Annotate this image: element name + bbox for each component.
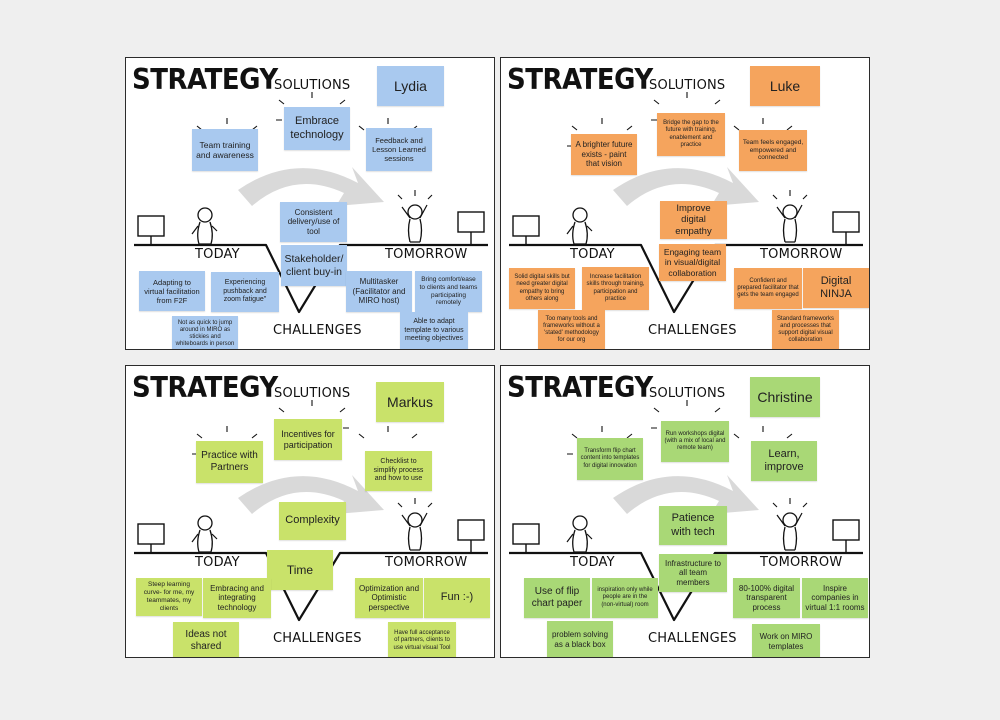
sticky-note[interactable]: Incentives for participation bbox=[274, 419, 342, 460]
sticky-note[interactable]: problem solving as a black box bbox=[547, 621, 613, 657]
sticky-note[interactable]: Practice with Partners bbox=[196, 441, 263, 483]
sticky-note[interactable]: Have full acceptance of partners, client… bbox=[388, 622, 456, 657]
sticky-note[interactable]: Increase facilitation skills through tra… bbox=[582, 267, 649, 310]
sticky-note[interactable]: Checklist to simplify process and how to… bbox=[365, 451, 432, 491]
challenges-label: CHALLENGES bbox=[648, 323, 737, 338]
sticky-note[interactable]: Adapting to virtual facilitation from F2… bbox=[139, 271, 205, 311]
sticky-note[interactable]: Improve digital empathy bbox=[660, 201, 727, 239]
solutions-label: SOLUTIONS bbox=[649, 386, 726, 401]
solutions-label: SOLUTIONS bbox=[649, 78, 726, 93]
sticky-note[interactable]: Multitasker (Facilitator and MIRO host) bbox=[346, 271, 412, 312]
panel-title: STRATEGY bbox=[132, 372, 278, 405]
panel-title: STRATEGY bbox=[132, 64, 278, 97]
today-label: TODAY bbox=[570, 247, 615, 262]
sticky-note[interactable]: Solid digital skills but need greater di… bbox=[509, 268, 575, 309]
sticky-note[interactable]: Patience with tech bbox=[659, 506, 727, 545]
sticky-note[interactable]: Team training and awareness bbox=[192, 129, 258, 171]
sticky-note[interactable]: 80-100% digital transparent process bbox=[733, 578, 800, 618]
sticky-note[interactable]: Complexity bbox=[279, 502, 346, 540]
sticky-note[interactable]: Team feels engaged, empowered and connec… bbox=[739, 130, 807, 171]
today-label: TODAY bbox=[195, 247, 240, 262]
sticky-note[interactable]: Embrace technology bbox=[284, 107, 350, 150]
sticky-note[interactable]: Embracing and integrating technology bbox=[203, 578, 271, 618]
strategy-panel-lydia: STRATEGY SOLUTIONS TODAY TOMORROW CHALLE… bbox=[125, 57, 495, 350]
sticky-note[interactable]: Engaging team in visual/digital collabor… bbox=[659, 244, 726, 281]
today-label: TODAY bbox=[195, 555, 240, 570]
sticky-note[interactable]: Standard frameworks and processes that s… bbox=[772, 310, 839, 349]
sticky-note[interactable]: Too many tools and frameworks without a … bbox=[538, 310, 605, 349]
strategy-panel-luke: STRATEGY SOLUTIONS TODAY TOMORROW CHALLE… bbox=[500, 57, 870, 350]
challenges-label: CHALLENGES bbox=[648, 631, 737, 646]
sticky-note[interactable]: Infrastructure to all team members bbox=[659, 554, 727, 592]
name-sticky-note[interactable]: Markus bbox=[376, 382, 444, 422]
sticky-note[interactable]: Time bbox=[267, 550, 333, 590]
sticky-note[interactable]: A brighter future exists - paint that vi… bbox=[571, 134, 637, 175]
name-sticky-note[interactable]: Luke bbox=[750, 66, 820, 106]
name-sticky-note[interactable]: Christine bbox=[750, 377, 820, 417]
sticky-note[interactable]: Not as quick to jump around in MIRO as s… bbox=[172, 316, 238, 349]
sticky-note[interactable]: Feedback and Lesson Learned sessions bbox=[366, 128, 432, 171]
challenges-label: CHALLENGES bbox=[273, 631, 362, 646]
strategy-panel-markus: STRATEGY SOLUTIONS TODAY TOMORROW CHALLE… bbox=[125, 365, 495, 658]
sticky-note[interactable]: Work on MIRO templates bbox=[752, 624, 820, 657]
solutions-label: SOLUTIONS bbox=[274, 386, 351, 401]
sticky-note[interactable]: Consistent delivery/use of tool bbox=[280, 202, 347, 242]
tomorrow-label: TOMORROW bbox=[760, 555, 843, 570]
sticky-note[interactable]: Digital NINJA bbox=[803, 268, 869, 308]
panel-title: STRATEGY bbox=[507, 64, 653, 97]
solutions-label: SOLUTIONS bbox=[274, 78, 351, 93]
tomorrow-label: TOMORROW bbox=[760, 247, 843, 262]
today-label: TODAY bbox=[570, 555, 615, 570]
sticky-note[interactable]: Experiencing pushback and zoom fatigue" bbox=[211, 272, 279, 312]
sticky-note[interactable]: Learn, improve bbox=[751, 441, 817, 481]
panel-title: STRATEGY bbox=[507, 372, 653, 405]
sticky-note[interactable]: Bridge the gap to the future with traini… bbox=[657, 113, 725, 156]
sticky-note[interactable]: Bring comfort/ease to clients and teams … bbox=[415, 271, 482, 312]
name-sticky-note[interactable]: Lydia bbox=[377, 66, 444, 106]
strategy-panel-christine: STRATEGY SOLUTIONS TODAY TOMORROW CHALLE… bbox=[500, 365, 870, 658]
sticky-note[interactable]: Stakeholder/ client buy-in bbox=[281, 245, 347, 286]
sticky-note[interactable]: Ideas not shared bbox=[173, 622, 239, 657]
tomorrow-label: TOMORROW bbox=[385, 247, 468, 262]
challenges-label: CHALLENGES bbox=[273, 323, 362, 338]
sticky-note[interactable]: Steep learning curve- for me, my teammat… bbox=[136, 578, 202, 616]
sticky-note[interactable]: Inspire companies in virtual 1:1 rooms bbox=[802, 578, 868, 618]
sticky-note[interactable]: Run workshops digital (with a mix of loc… bbox=[661, 421, 729, 462]
sticky-note[interactable]: Fun :-) bbox=[424, 578, 490, 618]
sticky-note[interactable]: Use of flip chart paper bbox=[524, 578, 590, 618]
sticky-note[interactable]: Confident and prepared facilitator that … bbox=[734, 268, 802, 309]
sticky-note[interactable]: Transform flip chart content into templa… bbox=[577, 438, 643, 480]
sticky-note[interactable]: Optimization and Optimistic perspective bbox=[355, 578, 423, 618]
sticky-note[interactable]: Able to adapt template to various meetin… bbox=[400, 312, 468, 349]
sticky-note[interactable]: inspiration only while people are in the… bbox=[592, 578, 658, 618]
tomorrow-label: TOMORROW bbox=[385, 555, 468, 570]
